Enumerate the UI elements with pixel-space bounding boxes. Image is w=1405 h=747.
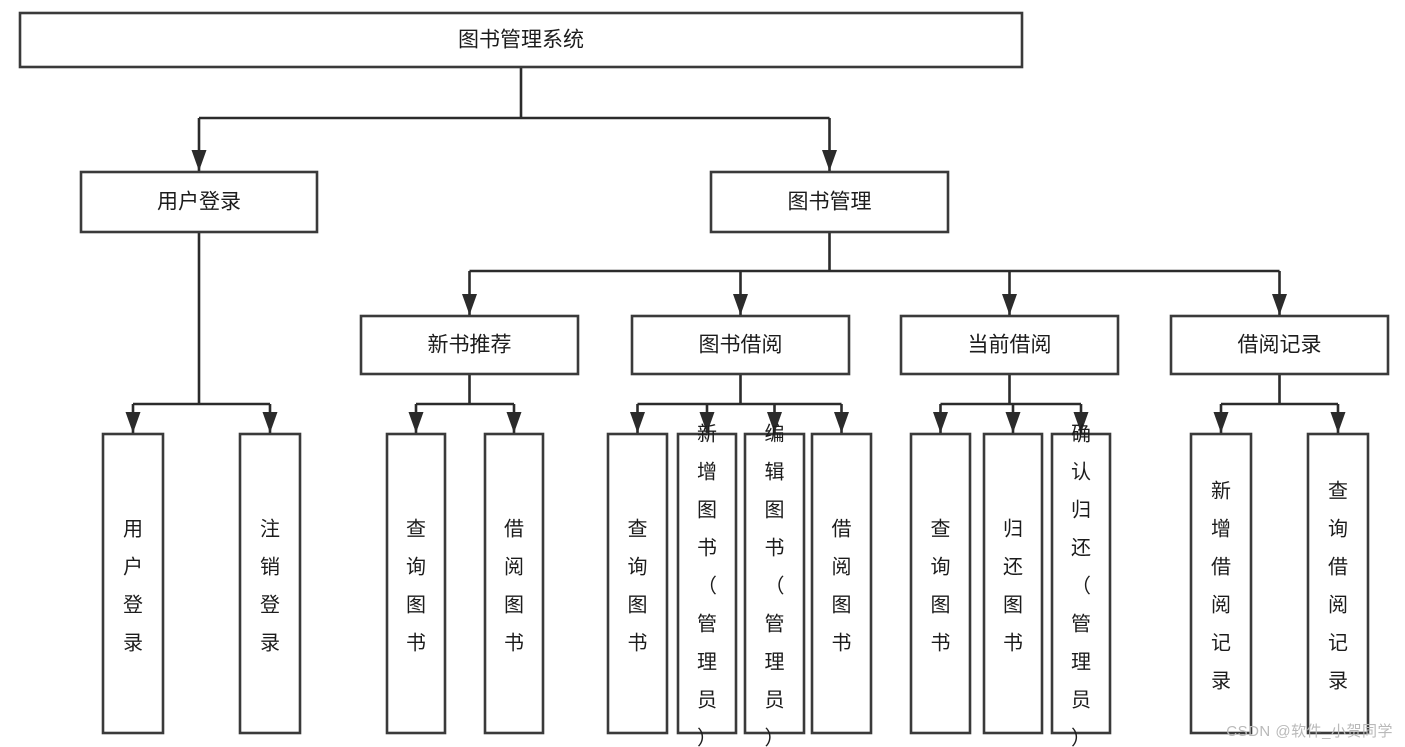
node-box[interactable] xyxy=(483,432,545,735)
node-label: 新增借阅记录 xyxy=(1211,480,1231,693)
node-label: 借阅图书 xyxy=(504,518,524,655)
node-leaf[interactable]: 编辑图书（管理员） xyxy=(743,423,806,747)
node-box[interactable] xyxy=(1306,432,1370,735)
node-box[interactable] xyxy=(18,11,1024,69)
node-label: 归还图书 xyxy=(1003,518,1023,655)
watermark-text: CSDN @软件_小贺同学 xyxy=(1226,723,1393,740)
node-label: 图书管理系统 xyxy=(458,29,584,52)
arrow-head-icon xyxy=(767,412,782,433)
node-level3[interactable]: 新书推荐 xyxy=(359,314,580,376)
node-level3[interactable]: 当前借阅 xyxy=(899,314,1120,376)
node-box[interactable] xyxy=(79,170,319,234)
node-leaf[interactable]: 确认归还（管理员） xyxy=(1050,423,1112,747)
node-leaf[interactable]: 查询图书 xyxy=(909,432,972,735)
node-box[interactable] xyxy=(982,432,1044,735)
node-box[interactable] xyxy=(359,314,580,376)
node-level3[interactable]: 图书借阅 xyxy=(630,314,851,376)
node-box[interactable] xyxy=(630,314,851,376)
arrow-head-icon xyxy=(1272,294,1287,315)
arrow-head-icon xyxy=(933,412,948,433)
node-box[interactable] xyxy=(1189,432,1253,735)
node-label: 图书管理 xyxy=(788,191,872,214)
arrow-head-icon xyxy=(699,412,715,433)
node-label: 注销登录 xyxy=(260,518,280,655)
node-box[interactable] xyxy=(101,432,165,735)
arrow-head-icon xyxy=(262,412,278,433)
node-leaf[interactable]: 新增图书（管理员） xyxy=(676,423,738,747)
node-box[interactable] xyxy=(743,432,806,735)
node-label: 确认归还（管理员） xyxy=(1071,423,1091,747)
node-box[interactable] xyxy=(676,432,738,735)
arrow-head-icon xyxy=(1330,412,1346,433)
arrow-head-icon xyxy=(834,412,849,433)
node-leaf[interactable]: 归还图书 xyxy=(982,432,1044,735)
node-label: 借阅记录 xyxy=(1238,334,1322,357)
node-label: 新增图书（管理员） xyxy=(697,423,717,747)
arrow-head-icon xyxy=(822,150,837,171)
node-box[interactable] xyxy=(899,314,1120,376)
arrow-head-icon xyxy=(1005,412,1021,433)
nodes-layer: 图书管理系统用户登录图书管理新书推荐图书借阅当前借阅借阅记录用户登录注销登录查询… xyxy=(18,11,1390,747)
node-leaf[interactable]: 用户登录 xyxy=(101,432,165,735)
node-box[interactable] xyxy=(909,432,972,735)
arrow-head-icon xyxy=(630,412,645,433)
node-box[interactable] xyxy=(385,432,447,735)
node-box[interactable] xyxy=(238,432,302,735)
node-label: 查询图书 xyxy=(931,518,951,655)
node-leaf[interactable]: 查询借阅记录 xyxy=(1306,432,1370,735)
node-box[interactable] xyxy=(1050,432,1112,735)
node-box[interactable] xyxy=(606,432,669,735)
arrow-head-icon xyxy=(462,294,477,315)
arrow-head-icon xyxy=(408,412,424,433)
connectors-layer xyxy=(125,67,1346,433)
node-label: 查询图书 xyxy=(628,518,648,655)
node-label: 新书推荐 xyxy=(428,334,512,357)
node-level2[interactable]: 用户登录 xyxy=(79,170,319,234)
node-box[interactable] xyxy=(810,432,873,735)
node-leaf[interactable]: 注销登录 xyxy=(238,432,302,735)
arrow-head-icon xyxy=(733,294,748,315)
node-box[interactable] xyxy=(709,170,950,234)
node-leaf[interactable]: 新增借阅记录 xyxy=(1189,432,1253,735)
node-leaf[interactable]: 查询图书 xyxy=(385,432,447,735)
node-label: 编辑图书（管理员） xyxy=(765,423,785,747)
arrow-head-icon xyxy=(191,150,207,171)
node-label: 查询借阅记录 xyxy=(1328,480,1348,693)
arrow-head-icon xyxy=(1213,412,1229,433)
node-label: 图书借阅 xyxy=(699,334,783,357)
node-leaf[interactable]: 查询图书 xyxy=(606,432,669,735)
arrow-head-icon xyxy=(506,412,522,433)
arrow-head-icon xyxy=(125,412,141,433)
node-label: 查询图书 xyxy=(406,518,426,655)
node-label: 借阅图书 xyxy=(832,518,852,655)
node-label: 当前借阅 xyxy=(968,334,1052,357)
node-leaf[interactable]: 借阅图书 xyxy=(810,432,873,735)
node-level2[interactable]: 图书管理 xyxy=(709,170,950,234)
arrow-head-icon xyxy=(1002,294,1017,315)
node-label: 用户登录 xyxy=(123,519,143,655)
node-level3[interactable]: 借阅记录 xyxy=(1169,314,1390,376)
node-box[interactable] xyxy=(1169,314,1390,376)
node-label: 用户登录 xyxy=(157,191,241,214)
arrow-head-icon xyxy=(1073,412,1089,433)
node-leaf[interactable]: 借阅图书 xyxy=(483,432,545,735)
node-root[interactable]: 图书管理系统 xyxy=(18,11,1024,69)
